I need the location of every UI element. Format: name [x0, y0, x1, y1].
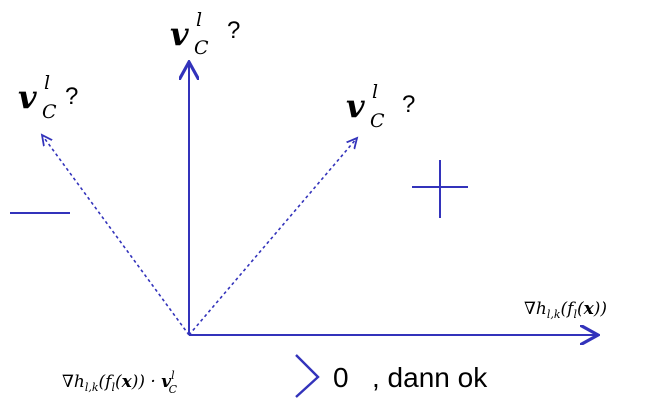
svg-text:?: ?: [65, 83, 78, 110]
left-vector-label: v l C ?: [18, 72, 78, 123]
greater-than-label: >: [0, 0, 1, 1]
svg-text:l: l: [44, 72, 50, 94]
top-vector-label: v l C ?: [170, 9, 240, 59]
plus-sign: [412, 160, 468, 218]
svg-text:v: v: [18, 78, 37, 116]
svg-text:?: ?: [402, 91, 415, 118]
svg-text:v: v: [170, 15, 189, 53]
svg-text:?: ?: [227, 17, 240, 44]
svg-text:∇hl,k(fl(x)) · vlC: ∇hl,k(fl(x)) · vlC: [62, 369, 178, 396]
greater-than-sign: [295, 354, 320, 398]
svg-text:∇hl,k(fl(x)): ∇hl,k(fl(x)): [524, 299, 607, 321]
right-vector-label: v l C ?: [346, 81, 415, 132]
plus-sign-label: +: [0, 0, 1, 1]
svg-text:C: C: [370, 110, 385, 132]
condition-tail: , dann ok: [372, 362, 488, 393]
svg-text:C: C: [42, 101, 57, 123]
svg-text:C: C: [194, 37, 209, 59]
right-dotted-vector: [188, 138, 357, 336]
svg-text:l: l: [196, 9, 202, 31]
svg-text:v: v: [346, 87, 365, 125]
condition-zero: 0: [333, 362, 349, 393]
svg-text:l: l: [372, 81, 378, 103]
left-dotted-vector: [42, 135, 190, 336]
x-axis-label: ∇hl,k(fl(x)): [524, 299, 607, 321]
